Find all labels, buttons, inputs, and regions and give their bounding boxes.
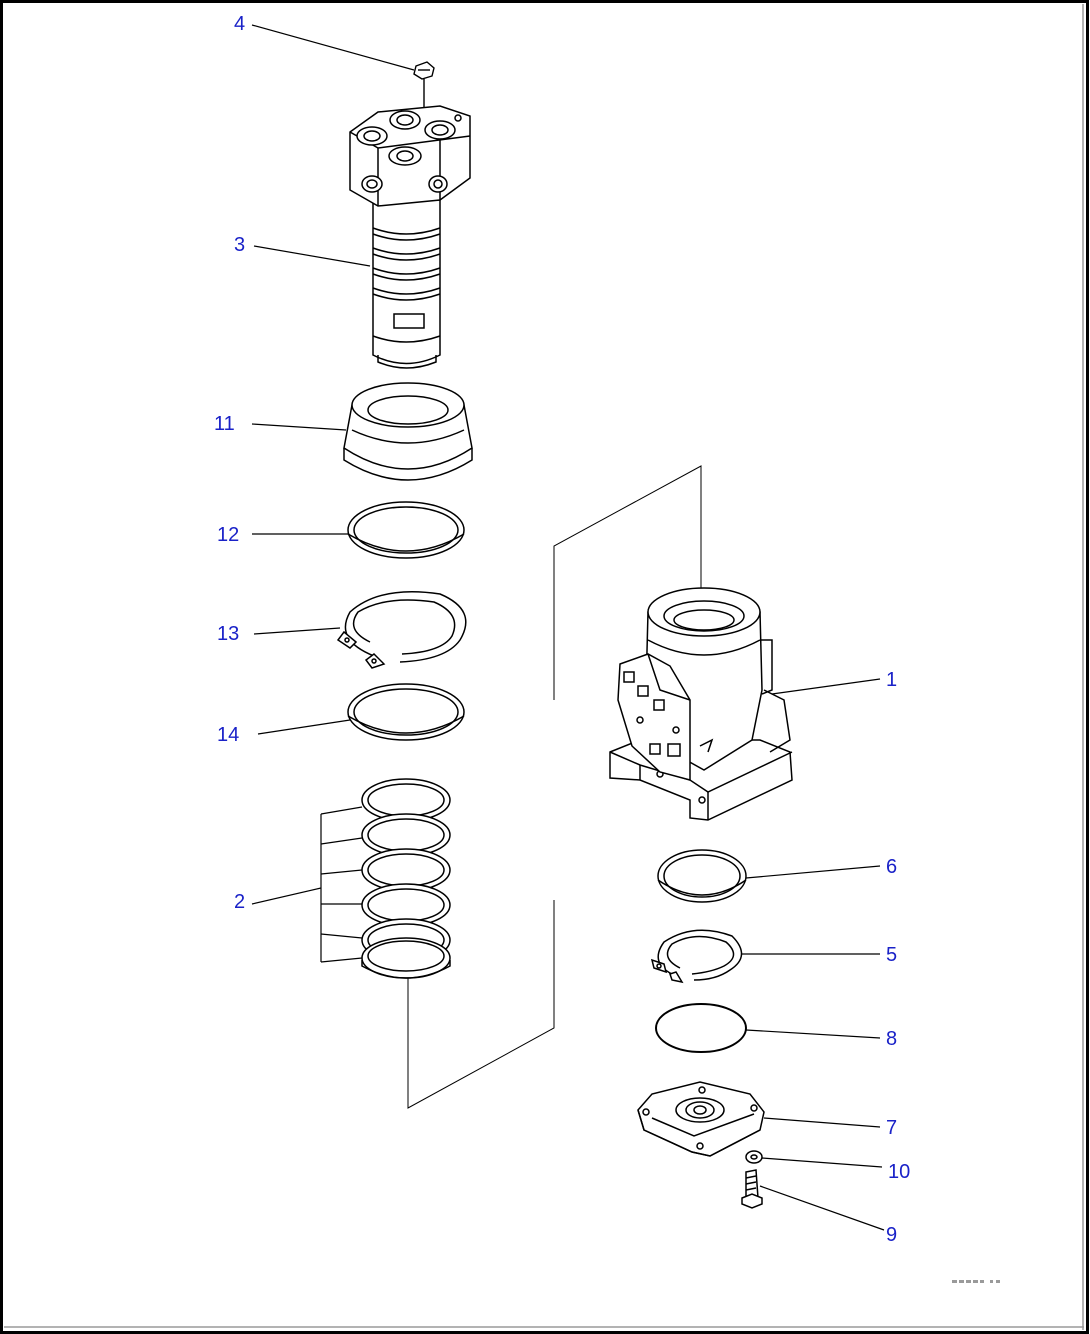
callout-6: 6 bbox=[886, 856, 897, 878]
callout-11: 11 bbox=[214, 413, 235, 435]
part-12-ring bbox=[347, 501, 465, 559]
leader-lines bbox=[251, 24, 885, 1231]
part-5-snap-ring bbox=[650, 929, 743, 984]
callout-14: 14 bbox=[217, 724, 239, 746]
callout-5: 5 bbox=[886, 944, 897, 966]
part-9-bolt bbox=[741, 1169, 763, 1209]
callout-3: 3 bbox=[234, 234, 245, 256]
part-2-bracket bbox=[320, 806, 363, 963]
callout-8: 8 bbox=[886, 1028, 897, 1050]
assembly-guide-lines bbox=[407, 465, 702, 1109]
part-14-ring bbox=[347, 683, 465, 741]
part-3-swivel-rotor bbox=[349, 105, 471, 369]
part-13-snap-ring bbox=[336, 591, 467, 669]
part-2-seal-rings bbox=[361, 778, 451, 979]
drawing-code-stamp bbox=[952, 1280, 1000, 1283]
callout-7: 7 bbox=[886, 1117, 897, 1139]
callout-4: 4 bbox=[234, 13, 245, 35]
part-11-cover bbox=[343, 382, 473, 481]
part-10-washer bbox=[745, 1150, 763, 1164]
part-8-o-ring bbox=[655, 1003, 747, 1053]
callout-9: 9 bbox=[886, 1224, 897, 1246]
callout-10: 10 bbox=[888, 1161, 910, 1183]
callout-labels: 4 3 11 12 13 14 2 1 6 5 8 7 10 9 bbox=[214, 13, 910, 1246]
callout-13: 13 bbox=[217, 623, 239, 645]
callout-1: 1 bbox=[886, 669, 897, 691]
part-7-cover-plate bbox=[637, 1081, 765, 1157]
callout-12: 12 bbox=[217, 524, 239, 546]
part-6-ring bbox=[657, 849, 747, 903]
part-1-swivel-body bbox=[609, 587, 793, 821]
callout-2: 2 bbox=[234, 891, 245, 913]
part-4-plug bbox=[413, 61, 435, 112]
